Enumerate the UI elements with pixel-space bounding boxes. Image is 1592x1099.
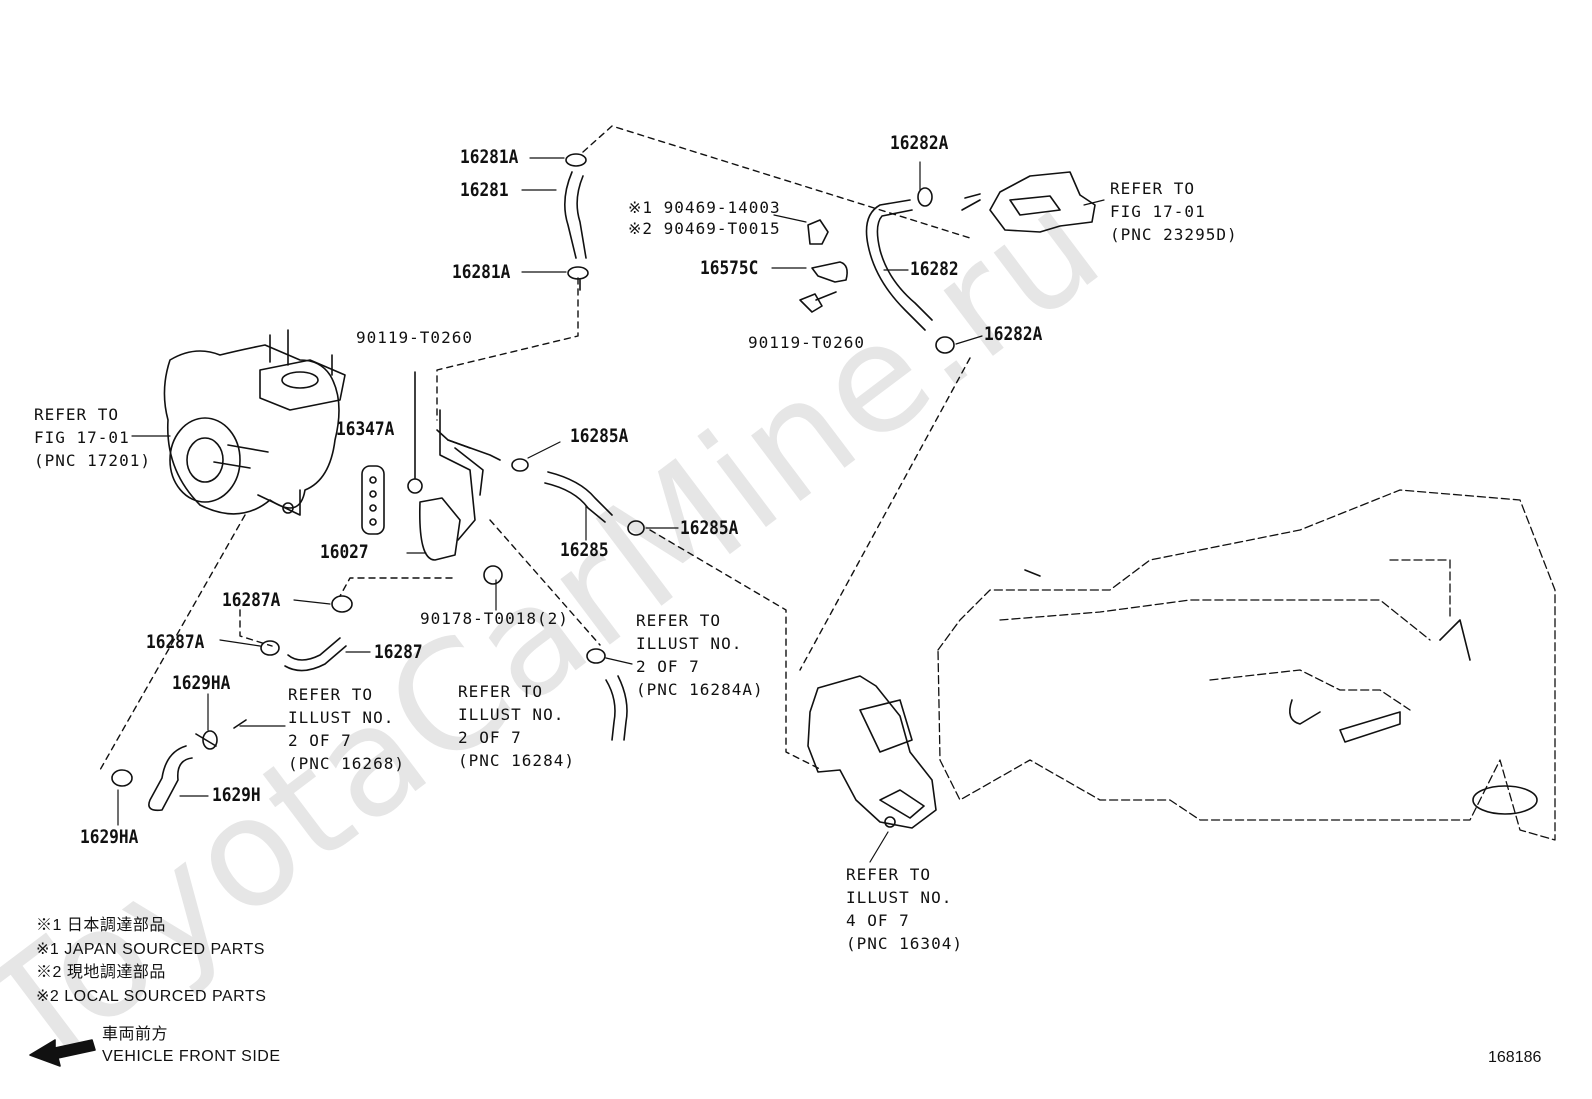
illustration-number: 168186 <box>1488 1049 1542 1066</box>
ref-line: (PNC 23295D) <box>1110 225 1238 244</box>
water-outlet-housing <box>807 675 937 829</box>
engine-parts <box>1024 569 1538 815</box>
reference-illust-16284: REFER TO ILLUST NO. 2 OF 7 (PNC 16284) <box>458 680 575 772</box>
front-jp: 車両前方 <box>102 1026 169 1043</box>
engine-block <box>937 489 1556 841</box>
part-label-16282A-top: 16282A <box>890 132 949 154</box>
note-line: ※2 LOCAL SOURCED PARTS <box>36 987 267 1005</box>
hose-16285 <box>511 458 645 536</box>
part-label-16281A-bottom: 16281A <box>452 261 511 283</box>
reference-illust-16268: REFER TO ILLUST NO. 2 OF 7 (PNC 16268) <box>288 683 405 775</box>
part-label-90119-T0260-left: 90119-T0260 <box>356 328 473 347</box>
part-label-90178-T0018: 90178-T0018(2) <box>420 609 569 628</box>
part-label-16282A-bottom: 16282A <box>984 323 1043 345</box>
part-label-90469-14003: ※1 90469-14003 <box>628 198 781 217</box>
gasket-pipe <box>361 371 501 561</box>
ref-line: (PNC 16304) <box>846 934 963 953</box>
part-label-16281: 16281 <box>460 179 509 201</box>
ref-line: FIG 17-01 <box>1110 202 1206 221</box>
note-line: ※1 日本調達部品 <box>36 917 166 934</box>
ref-line: 4 OF 7 <box>846 911 910 930</box>
note-line: ※2 現地調達部品 <box>36 964 166 981</box>
part-label-16347A: 16347A <box>336 418 395 440</box>
reference-fig-17-01-right: REFER TO FIG 17-01 (PNC 23295D) <box>1110 177 1238 246</box>
part-label-1629HA-bottom: 1629HA <box>80 826 139 848</box>
ref-line: (PNC 16284) <box>458 751 575 770</box>
dashed-connections <box>99 125 971 771</box>
part-label-16281A-top: 16281A <box>460 146 519 168</box>
part-label-16575C: 16575C <box>700 257 759 279</box>
part-label-16285A-top: 16285A <box>570 425 629 447</box>
ref-line: (PNC 16284A) <box>636 680 764 699</box>
ref-line: REFER TO <box>636 611 722 630</box>
reference-illust-16284A: REFER TO ILLUST NO. 2 OF 7 (PNC 16284A) <box>636 609 764 701</box>
ref-line: (PNC 16268) <box>288 754 405 773</box>
vehicle-front-arrow <box>29 1039 96 1067</box>
vehicle-front-legend: 車両前方 VEHICLE FRONT SIDE <box>102 1024 281 1068</box>
ref-line: (PNC 17201) <box>34 451 151 470</box>
bolts-right-top <box>799 219 848 313</box>
reference-fig-17-01-left: REFER TO FIG 17-01 (PNC 17201) <box>34 403 151 472</box>
part-label-90119-T0260-right: 90119-T0260 <box>748 333 865 352</box>
part-label-16287: 16287 <box>374 641 423 663</box>
bracket-right <box>961 171 1096 233</box>
ref-line: REFER TO <box>34 405 120 424</box>
part-label-16287A-left: 16287A <box>146 631 205 653</box>
leader-lines <box>117 157 1105 863</box>
hose-16282 <box>865 187 955 354</box>
ref-line: 2 OF 7 <box>458 728 522 747</box>
hose-16287 <box>260 565 503 672</box>
ref-line: ILLUST NO. <box>458 705 565 724</box>
hose-1629H <box>111 719 247 812</box>
ref-line: REFER TO <box>846 865 932 884</box>
ref-line: ILLUST NO. <box>288 708 395 727</box>
part-label-16285A-bottom: 16285A <box>680 517 739 539</box>
sourcing-notes: ※1 日本調達部品 ※1 JAPAN SOURCED PARTS ※2 現地調達… <box>36 914 266 1008</box>
part-label-16287A-top: 16287A <box>222 589 281 611</box>
part-label-1629HA-top: 1629HA <box>172 672 231 694</box>
hose-16284 <box>586 648 628 741</box>
part-label-16285: 16285 <box>560 539 609 561</box>
reference-illust-16304: REFER TO ILLUST NO. 4 OF 7 (PNC 16304) <box>846 863 963 955</box>
ref-line: REFER TO <box>458 682 544 701</box>
part-label-1629H: 1629H <box>212 784 261 806</box>
ref-line: ILLUST NO. <box>846 888 953 907</box>
ref-line: 2 OF 7 <box>636 657 700 676</box>
front-en: VEHICLE FRONT SIDE <box>102 1048 281 1065</box>
part-label-16027: 16027 <box>320 541 369 563</box>
ref-line: REFER TO <box>288 685 374 704</box>
pump-assembly-left <box>163 329 346 516</box>
note-line: ※1 JAPAN SOURCED PARTS <box>36 940 265 958</box>
ref-line: REFER TO <box>1110 179 1196 198</box>
part-label-90469-T0015: ※2 90469-T0015 <box>628 219 781 238</box>
ref-line: ILLUST NO. <box>636 634 743 653</box>
ref-line: 2 OF 7 <box>288 731 352 750</box>
hose-16281 <box>564 153 589 291</box>
part-label-16282: 16282 <box>910 258 959 280</box>
ref-line: FIG 17-01 <box>34 428 130 447</box>
